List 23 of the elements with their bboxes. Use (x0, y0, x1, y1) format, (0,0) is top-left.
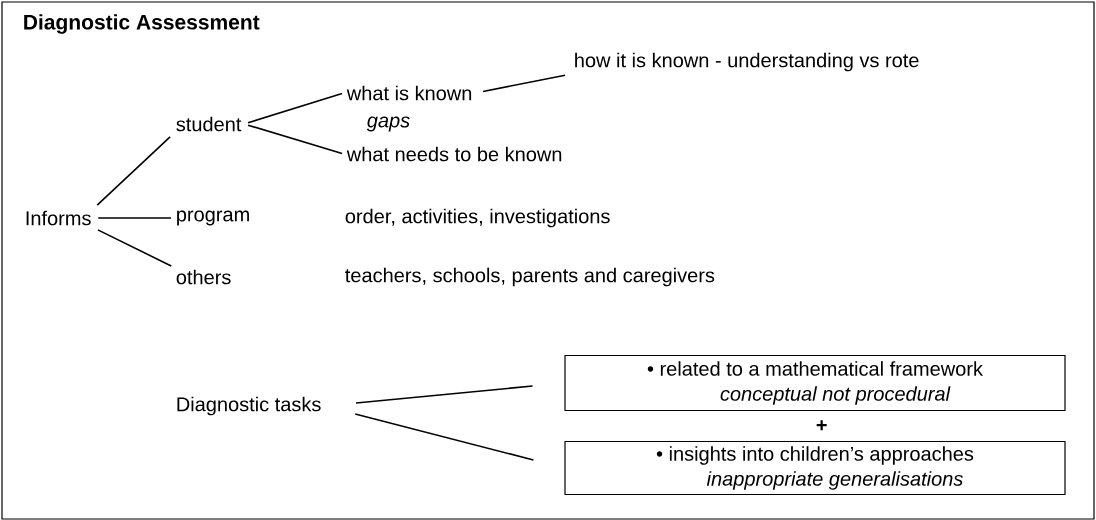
connector-line (96, 136, 171, 206)
label: gaps (366, 116, 410, 132)
text-box: • related to a mathematical framework conceptual not procedural (564, 354, 1066, 412)
label: + (816, 420, 827, 431)
label: teachers, schools, parents and caregivers (345, 267, 715, 287)
connector-line (355, 385, 534, 404)
node-text: others (176, 269, 231, 285)
node-text: what is known (346, 85, 472, 101)
node-text: how it is known - understanding vs rote (575, 52, 919, 72)
node-text: Informs (26, 210, 91, 226)
title: Diagnostic Assessment (24, 14, 260, 34)
connector-line (247, 124, 343, 155)
connector-line (354, 413, 535, 461)
connector-line (247, 92, 343, 124)
node-text: student (176, 116, 242, 132)
label: order, activities, investigations (345, 208, 610, 228)
node-text: program (177, 210, 249, 226)
node-text: Diagnostic tasks (177, 396, 321, 416)
connector-line (97, 217, 172, 219)
text-box: • insights into children’s approaches inappropriate generalisations (564, 440, 1066, 496)
node-text: what needs to be known (346, 146, 562, 162)
connector-line (482, 74, 566, 93)
connector-line (97, 229, 172, 267)
